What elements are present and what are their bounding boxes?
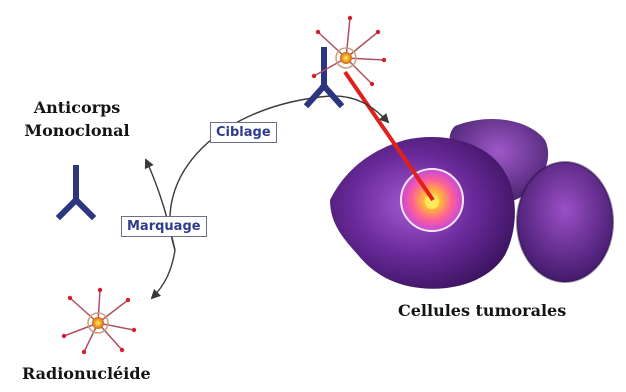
antibody-label: Anticorps Monoclonal (22, 96, 132, 142)
curve-arrow-to-radionuclide (152, 250, 175, 298)
radionuclide-label: Radionucléide (22, 364, 151, 383)
radionuclide-icon (62, 288, 136, 354)
labeled-antibody-icon (308, 16, 386, 104)
tumor-cells (330, 119, 613, 289)
step-ciblage-tag: Ciblage (210, 122, 277, 143)
antibody-label-line1: Anticorps (22, 96, 132, 119)
tumor-cells-label: Cellules tumorales (398, 301, 566, 320)
step-marquage-tag: Marquage (121, 216, 207, 237)
antibody-icon (60, 168, 92, 216)
antibody-label-line2: Monoclonal (22, 119, 132, 142)
